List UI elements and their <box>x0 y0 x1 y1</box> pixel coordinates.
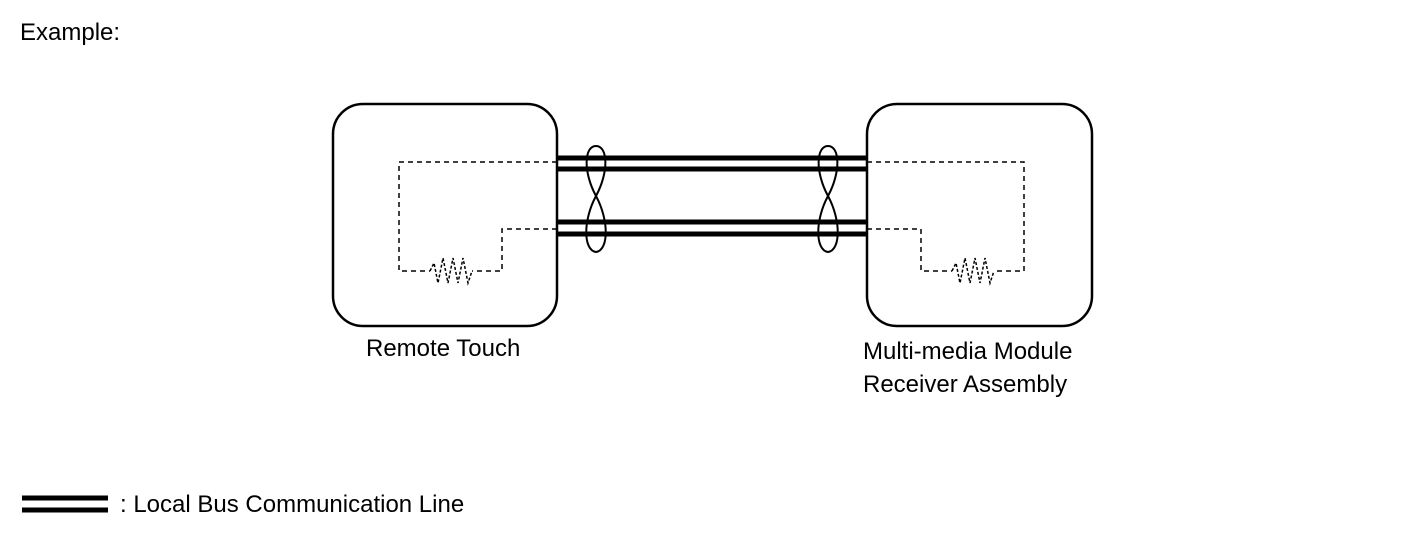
remote-touch-label: Remote Touch <box>366 335 521 362</box>
twisted-pair-icon-left <box>585 144 607 254</box>
multimedia-module-label: Multi-media Module Receiver Assembly <box>863 335 1072 401</box>
legend-line-icon <box>22 495 108 513</box>
example-heading: Example: <box>20 19 121 46</box>
left-internal-circuit <box>398 161 557 272</box>
legend-label: : Local Bus Communication Line <box>120 491 465 518</box>
right-internal-circuit <box>867 161 1025 272</box>
remote-touch-box <box>331 102 559 328</box>
multimedia-module-label-line2: Receiver Assembly <box>863 371 1068 398</box>
multimedia-module-box <box>865 102 1094 328</box>
local-bus-lines <box>557 155 867 237</box>
twisted-pair-icon-right <box>817 144 839 254</box>
multimedia-module-label-line1: Multi-media Module <box>863 338 1073 365</box>
right-resistor-icon <box>951 257 995 286</box>
left-resistor-icon <box>429 257 473 286</box>
